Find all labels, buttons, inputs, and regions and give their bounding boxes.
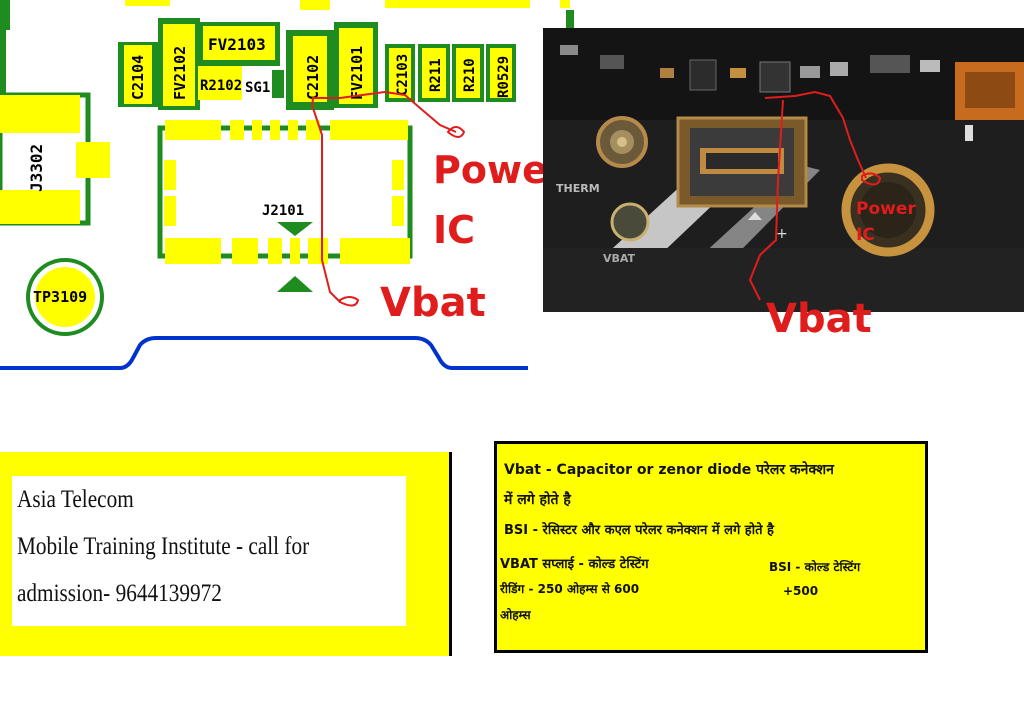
right-vbat-label: Vbat	[766, 296, 872, 342]
label-fv2101: FV2101	[348, 46, 366, 100]
info-vbat-unit: ओहम्स	[500, 608, 531, 622]
label-tp3109: TP3109	[33, 288, 87, 306]
label-j2101: J2101	[262, 203, 304, 219]
svg-text:+: +	[776, 226, 788, 242]
component-fv2102: FV2102	[158, 18, 200, 110]
left-vbat-label: Vbat	[380, 280, 486, 326]
info-line-2: में लगे होते है	[504, 492, 571, 508]
component-j2101: J2101	[157, 120, 413, 292]
info-vbat-supply: VBAT सप्लाई - कोल्ड टेस्टिंग	[500, 557, 649, 572]
component-j3302: J3302	[0, 92, 110, 226]
component-fv2103: FV2103	[198, 22, 280, 66]
component-fv2101: FV2101	[334, 22, 378, 108]
component-r2102: R2102 SG1	[198, 66, 284, 100]
info-bsi-testing: BSI - कोल्ड टेस्टिंग	[769, 560, 861, 574]
info-line-3: BSI - रेसिस्टर और कएल परेलर कनेक्शन में …	[504, 523, 774, 538]
right-power-text: Power	[856, 199, 916, 219]
ad-box: Asia Telecom Mobile Training Institute -…	[0, 452, 452, 656]
right-ic-text: IC	[856, 225, 875, 245]
photo-silk-vbat: VBAT	[603, 252, 636, 265]
component-r0529: R0529	[486, 44, 516, 102]
label-fv2103: FV2103	[208, 35, 266, 54]
label-r210: R210	[462, 58, 478, 92]
label-j3302: J3302	[27, 144, 46, 192]
ad-line-1: Asia Telecom	[17, 486, 134, 513]
ad-line-3: admission- 9644139972	[17, 580, 222, 607]
label-c2102: C2102	[304, 55, 322, 100]
label-sg1: SG1	[245, 80, 270, 96]
component-r210: R210	[452, 44, 484, 102]
info-box: Vbat - Capacitor or zenor diode परेलर कन…	[494, 441, 928, 653]
label-r0529: R0529	[496, 56, 512, 98]
info-line-1: Vbat - Capacitor or zenor diode परेलर कन…	[504, 462, 834, 478]
label-fv2102: FV2102	[171, 46, 189, 100]
photo-silk-therm: THERM	[556, 182, 600, 195]
ad-line-2: Mobile Training Institute - call for	[17, 533, 310, 560]
info-vbat-reading: रीडिंग - 250 ओहम्स से 600	[500, 582, 640, 596]
component-r211: R211	[418, 44, 450, 102]
label-c2103: C2103	[395, 54, 411, 96]
ad-text-panel: Asia Telecom Mobile Training Institute -…	[12, 476, 406, 626]
component-c2102: C2102	[286, 30, 334, 110]
left-annotation-lines	[311, 90, 466, 307]
right-annotation-lines	[748, 90, 882, 301]
label-r2102: R2102	[200, 78, 242, 94]
component-tp3109: TP3109	[26, 258, 104, 336]
left-ic-text: IC	[433, 208, 475, 252]
board-edge-trace	[0, 336, 528, 370]
component-c2104: C2104	[118, 42, 158, 107]
label-r211: R211	[428, 58, 444, 92]
info-bsi-value: +500	[783, 584, 819, 598]
pcb-photo: VBAT THERM +	[543, 28, 1024, 312]
label-c2104: C2104	[129, 55, 147, 100]
